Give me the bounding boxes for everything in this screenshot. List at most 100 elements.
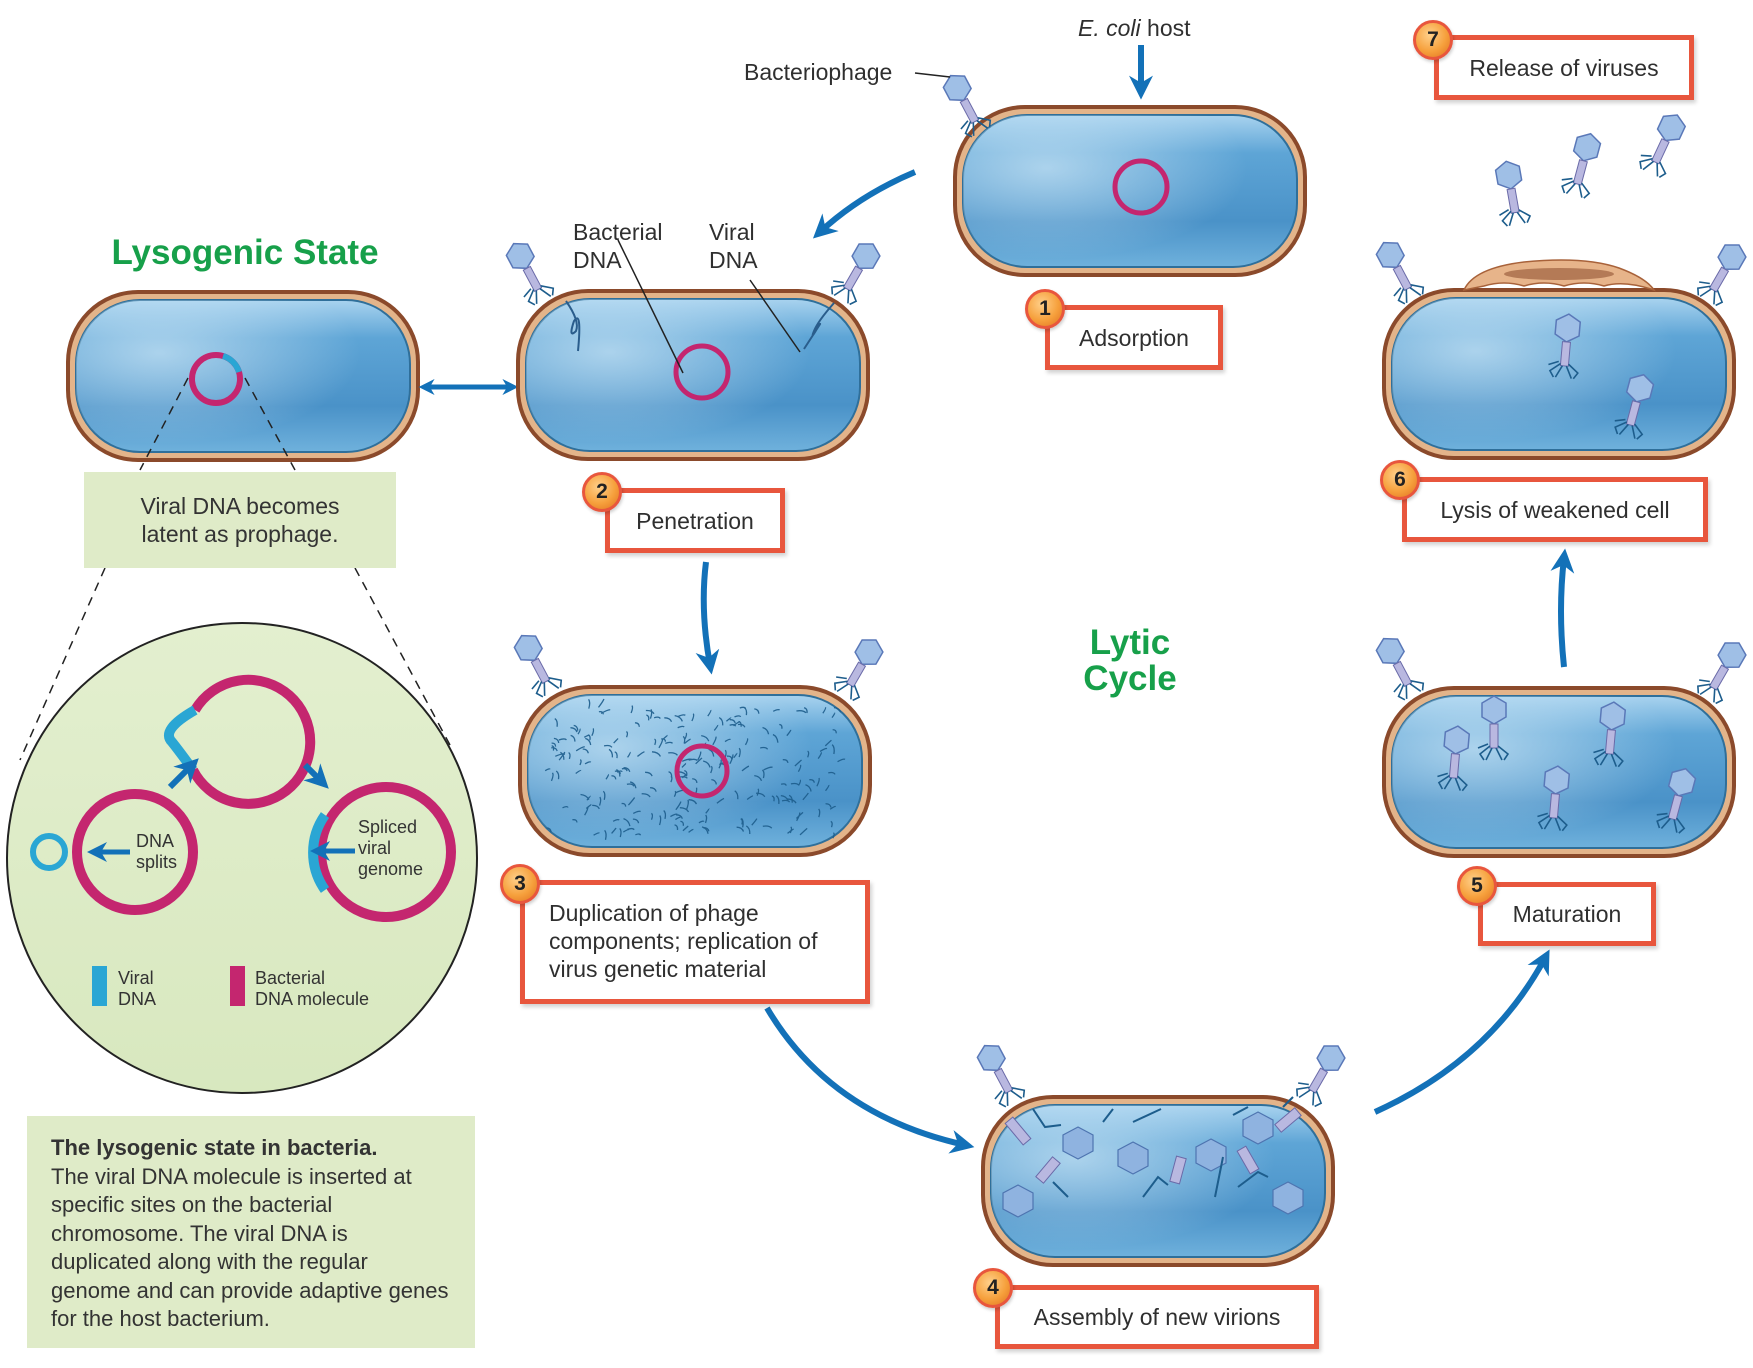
dna-fragment [761, 769, 765, 779]
dna-fragment [701, 826, 709, 834]
dna-fragment [661, 738, 667, 742]
legend-swatch-viral [92, 966, 107, 1006]
dna-fragment [805, 784, 812, 792]
dna-fragment [743, 706, 748, 716]
dna-fragment [733, 752, 738, 759]
dna-fragment [570, 727, 578, 733]
dna-fragment [614, 751, 618, 759]
dna-fragment [831, 744, 835, 755]
dna-fragment [584, 761, 592, 765]
legend-swatch-bacterial [230, 966, 245, 1006]
dna-fragment [597, 698, 605, 708]
dna-fragment [651, 751, 662, 757]
dna-fragment [822, 706, 827, 714]
dna-fragment [611, 775, 617, 780]
dna-fragment [796, 710, 807, 714]
dna-fragment [621, 767, 628, 772]
dna-fragment [705, 808, 710, 814]
dna-fragment [623, 817, 631, 827]
dna-fragment [602, 790, 606, 800]
dna-fragment [729, 724, 737, 727]
dna-fragment [650, 787, 657, 792]
dna-fragment [779, 723, 783, 729]
dna-fragment [663, 734, 669, 740]
dna-fragment [762, 726, 770, 735]
dna-fragment [553, 737, 560, 744]
bacteriophage-leader [914, 72, 951, 78]
dna-fragment [711, 778, 717, 785]
dna-fragment [695, 757, 703, 765]
dna-fragment [585, 804, 592, 810]
dna-fragment [825, 803, 832, 808]
dna-fragment [775, 795, 780, 805]
dna-fragment [756, 792, 766, 798]
dna-fragment [673, 790, 677, 797]
dna-fragment [604, 829, 607, 840]
dna-fragment [586, 795, 591, 801]
dna-fragment [780, 783, 787, 786]
dna-fragment [734, 790, 739, 800]
dna-fragment [828, 771, 836, 775]
dna-fragment [554, 718, 558, 727]
dna-fragment [579, 759, 582, 766]
dna-fragment [658, 815, 662, 826]
dna-fragment [797, 764, 802, 772]
dna-fragment [794, 759, 802, 767]
dna-fragment [680, 820, 685, 826]
dna-fragment [546, 827, 552, 833]
dna-fragment [832, 832, 835, 839]
arrow-2-to-3 [695, 561, 720, 675]
dna-splits-label: DNA splits [136, 831, 178, 872]
dna-fragment [575, 746, 585, 752]
legend-bacterial-dna: Bacterial DNA molecule [255, 968, 370, 1009]
dna-fragment [782, 759, 789, 764]
dna-fragment [551, 745, 555, 751]
viral-dna-label: Viral DNA [709, 219, 758, 273]
dna-fragment [573, 724, 579, 731]
bacteriophage-label: Bacteriophage [744, 59, 893, 85]
dna-fragment [627, 751, 631, 758]
dna-fragment [675, 801, 682, 811]
dna-fragment [670, 775, 673, 783]
dna-fragment [762, 825, 773, 829]
lytic-title: Lytic Cycle [1083, 623, 1177, 698]
lysogenic-cell [66, 290, 420, 462]
dna-fragment [632, 810, 641, 815]
dna-fragment [741, 765, 750, 772]
dna-fragment [790, 782, 800, 786]
dna-fragment [746, 795, 754, 800]
dna-fragment [608, 748, 614, 758]
dna-fragment [577, 728, 581, 735]
dna-fragment [788, 794, 793, 803]
dna-fragment [807, 750, 810, 758]
dna-fragment [796, 812, 801, 822]
dna-fragment [744, 738, 749, 746]
dna-fragment [737, 723, 746, 728]
dna-fragment [675, 816, 682, 821]
dna-fragment [795, 811, 804, 819]
summary-heading: The lysogenic state in bacteria. [51, 1135, 378, 1160]
dna-fragment [803, 707, 808, 714]
dna-fragment [751, 818, 758, 826]
dna-fragment [622, 829, 630, 833]
dna-fragment [645, 771, 653, 777]
step-2-badge: 2 [582, 472, 622, 512]
arrow-4-to-5 [1373, 949, 1550, 1115]
dna-fragment [833, 707, 842, 713]
dna-fragment [674, 824, 679, 831]
dna-fragment [716, 797, 725, 804]
dna-fragment [756, 788, 760, 796]
dna-fragment [819, 747, 828, 752]
dna-fragment [799, 827, 808, 836]
dna-fragment [676, 814, 683, 819]
dna-fragment [729, 719, 736, 724]
dna-fragment [555, 753, 566, 757]
dna-fragment [734, 715, 742, 718]
spliced-viral-genome-label: Spliced viral genome [358, 817, 424, 879]
prophage-note: Viral DNA becomes latent as prophage. [84, 472, 396, 568]
cell-penetration [498, 235, 886, 461]
dna-fragment [684, 770, 688, 776]
dna-fragment [593, 832, 600, 836]
dna-fragment [682, 735, 686, 744]
